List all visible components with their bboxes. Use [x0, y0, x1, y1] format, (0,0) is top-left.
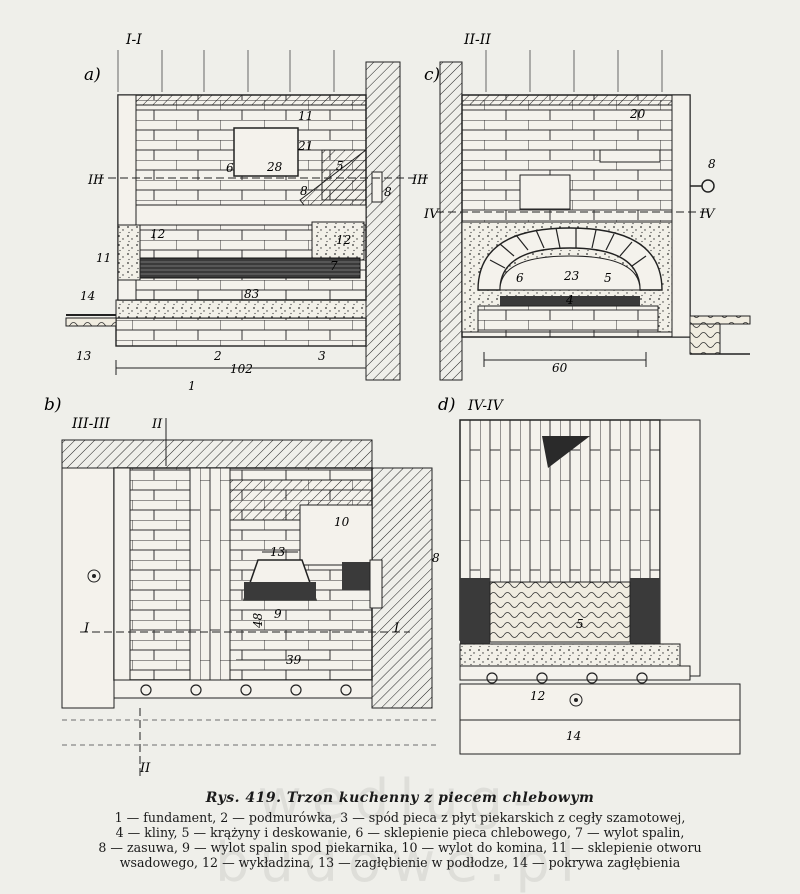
centering-formwork	[489, 581, 631, 643]
label-8-b: 8	[432, 551, 440, 565]
caption-line: 1 — fundament, 2 — podmurówka, 3 — spód …	[114, 810, 686, 825]
panel-a-grid	[117, 50, 335, 92]
caption-line: 8 — zasuwa, 9 — wylot spalin spod piekar…	[98, 840, 702, 855]
label-13-a: 13	[76, 349, 92, 363]
panel-c-title: II-II	[463, 32, 491, 48]
panel-a-section-I-I: a) I-I	[65, 32, 432, 393]
loading-opening	[233, 127, 299, 177]
label-7-a: 7	[330, 259, 338, 273]
label-10-b: 10	[334, 515, 350, 529]
panel-a-title: I-I	[125, 32, 142, 48]
dim-28: 28	[266, 160, 283, 174]
panel-c-section-II-II: c) II-II IV IV	[423, 32, 751, 381]
label-8-c: 8	[708, 157, 716, 171]
label-5-a: 5	[336, 159, 344, 173]
panel-d-letter: d)	[438, 395, 456, 415]
dim-6: 6	[226, 161, 234, 175]
section-mark-I-left: I	[83, 621, 90, 636]
foundation	[115, 317, 367, 347]
label-1-a: 1	[188, 379, 196, 393]
panel-c-grid	[485, 50, 663, 92]
section-mark-IV-left: IV	[423, 207, 440, 222]
oven-sole	[139, 257, 361, 279]
dim-21: 21	[297, 139, 313, 153]
floor-cover	[65, 317, 117, 327]
label-5-c: 5	[604, 271, 612, 285]
label-12-d: 12	[530, 689, 545, 703]
panel-c-letter: c)	[424, 65, 440, 85]
label-4-c: 4	[565, 293, 574, 307]
label-2-a: 2	[213, 349, 222, 363]
label-11-a: 11	[298, 109, 313, 123]
dim-12-a: 12	[336, 233, 351, 247]
panel-b-letter: b)	[44, 395, 62, 415]
label-11-b: 11	[96, 251, 111, 265]
section-mark-III-left: III	[87, 173, 104, 188]
label-14-a: 14	[80, 289, 95, 303]
section-mark-III-right: III	[411, 173, 428, 188]
panel-d-section-IV-IV: d) IV-IV 5 12 14	[438, 395, 741, 755]
label-14-d: 14	[566, 729, 581, 743]
label-9-b: 9	[274, 607, 282, 621]
section-mark-IV-right: IV	[699, 207, 716, 222]
flue-outlet	[299, 504, 373, 566]
dim-102: 102	[230, 362, 253, 376]
caption-line: 4 — kliny, 5 — krążyny i deskowanie, 6 —…	[115, 825, 685, 840]
plinth	[115, 299, 367, 319]
dim-13: 13	[270, 545, 286, 559]
section-mark-II-bottom: II	[139, 761, 151, 776]
panel-a-letter: a)	[84, 65, 101, 85]
figure-caption: Rys. 419. Trzon kuchenny z piecem chlebo…	[0, 790, 800, 870]
caption-line: wsadowego, 12 — wykładzina, 13 — zagłębi…	[119, 855, 681, 870]
dim-39: 39	[286, 653, 302, 667]
chimney-wall-c	[439, 61, 463, 381]
dim-8: 8	[300, 184, 308, 198]
technical-drawing: a) I-I	[44, 32, 751, 780]
label-6-c: 6	[516, 271, 524, 285]
label-5-d: 5	[576, 617, 584, 631]
section-mark-II-top: II	[151, 417, 163, 432]
panel-d-title: IV-IV	[467, 398, 505, 414]
panel-b-title: III-III	[71, 416, 110, 432]
oven-vault	[477, 227, 663, 291]
dim-48: 48	[251, 612, 265, 629]
panel-b-section-III-III: b) III-III II II I I	[44, 395, 440, 780]
dim-23: 23	[563, 269, 580, 283]
dim-83: 83	[244, 287, 260, 301]
label-12-a: 12	[150, 227, 165, 241]
dim-20: 20	[629, 107, 646, 121]
label-8-a: 8	[384, 185, 392, 199]
chimney-wall	[365, 61, 401, 381]
section-mark-I-right: I	[393, 621, 400, 636]
caption-title: Rys. 419. Trzon kuchenny z piecem chlebo…	[205, 790, 595, 806]
dim-60: 60	[552, 361, 568, 375]
label-3-a: 3	[318, 349, 326, 363]
